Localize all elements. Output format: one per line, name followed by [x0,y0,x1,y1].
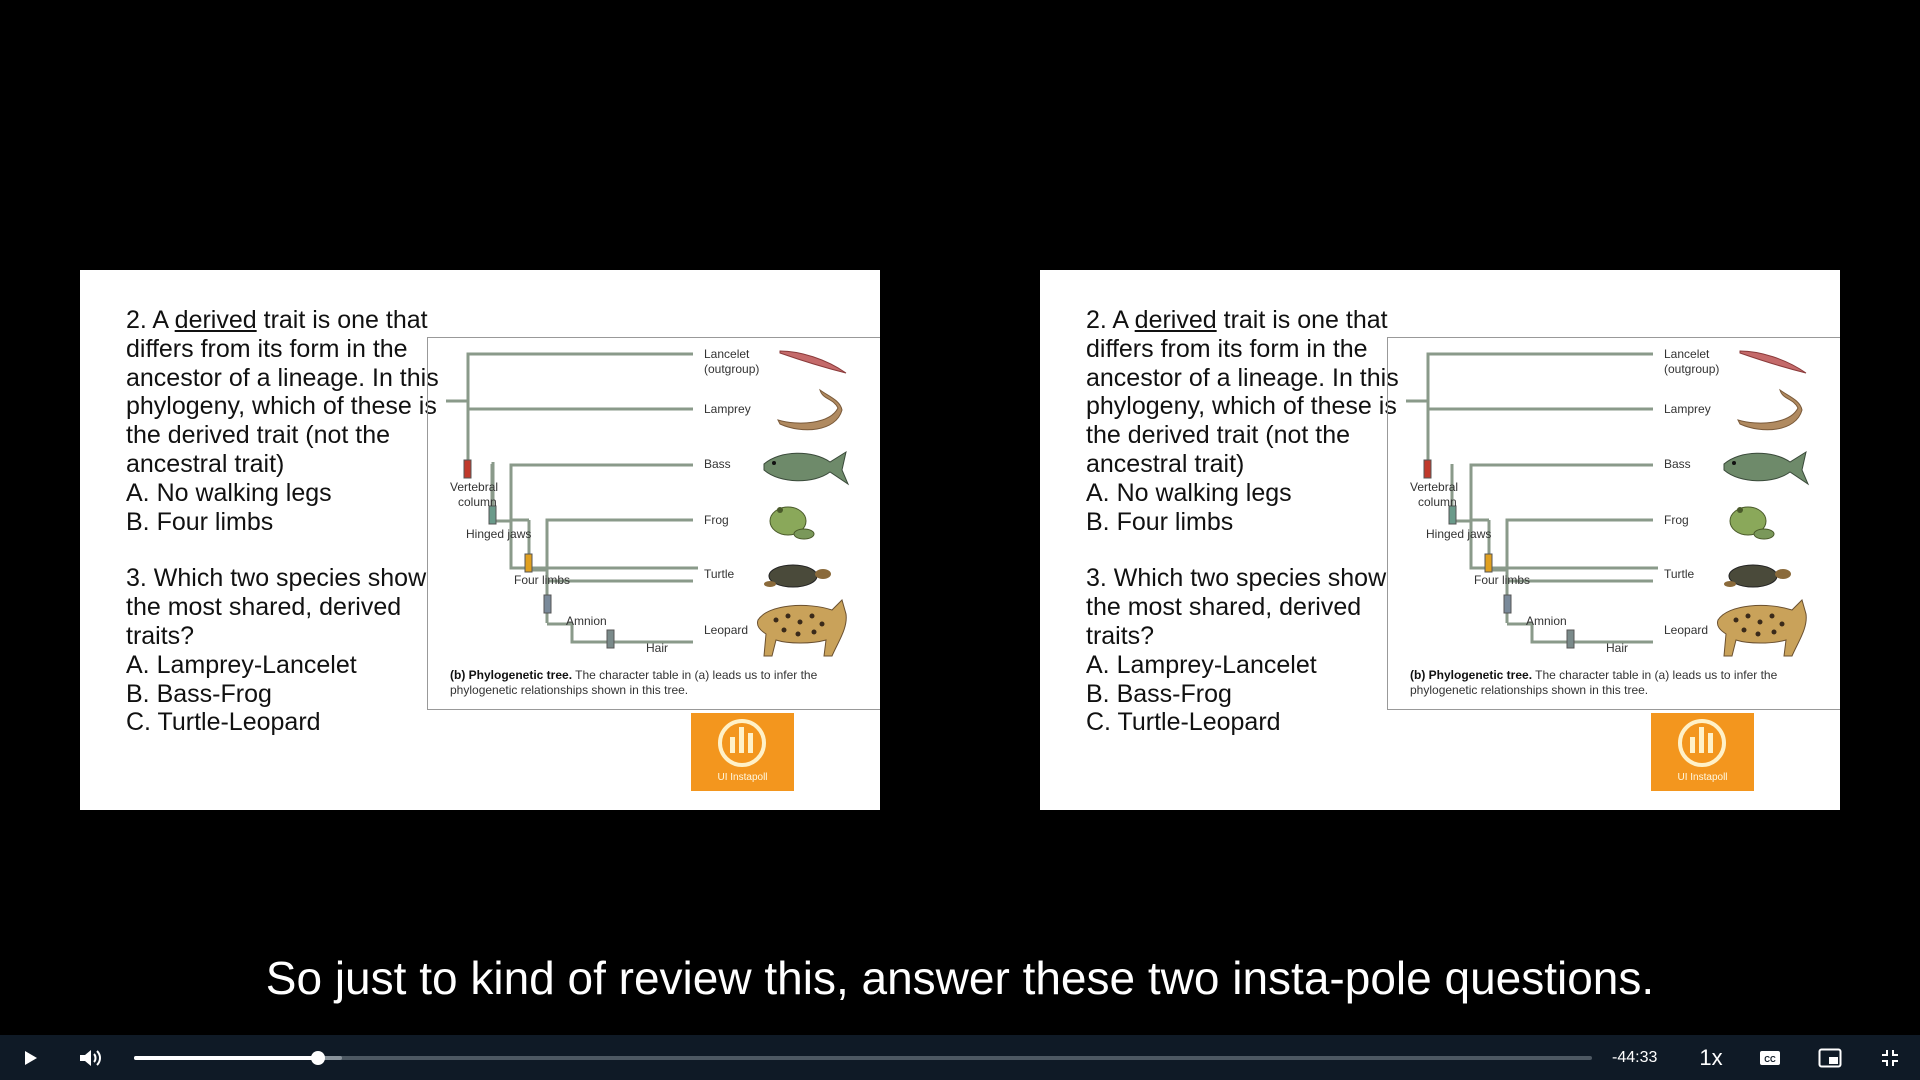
phylogenetic-tree: Lancelet (outgroup) Lamprey Bass Frog Tu… [446,347,850,657]
trait-label: Four limbs [514,573,570,587]
picture-in-picture-button[interactable] [1812,1035,1848,1080]
q3-option-b: B. Bass-Frog [1086,679,1232,708]
q3-option-a: A. Lamprey-Lancelet [126,650,357,679]
q2-option-b: B. Four limbs [1086,507,1234,536]
taxon-label: Lancelet [1664,347,1710,361]
trait-label: Amnion [566,614,607,628]
figure-caption: (b) Phylogenetic tree. The character tab… [450,668,818,697]
trait-label: column [1418,495,1457,509]
trait-label: Hair [1606,641,1628,655]
trait-label: Hinged jaws [466,527,531,541]
chart-bars-icon [718,719,766,767]
instapoll-logo: UI Instapoll [691,713,794,791]
slide-right: 2. A derived trait is one that differs f… [1040,270,1840,810]
trait-label: Hair [646,641,668,655]
q3-option-c: C. Turtle-Leopard [126,708,321,737]
question-3: 3. Which two species show the most share… [126,564,427,650]
seek-bar[interactable] [134,1051,1592,1065]
instapoll-logo: UI Instapoll [1651,713,1754,791]
trait-marker-four-limbs [1484,553,1493,573]
taxon-label: Leopard [1664,623,1708,637]
video-control-bar: -44:33 1x CC [0,1035,1920,1080]
q3-option-c: C. Turtle-Leopard [1086,708,1281,737]
trait-marker-four-limbs [524,553,533,573]
trait-label: Vertebral [450,480,498,494]
trait-marker-amnion [543,594,552,614]
seek-progress [134,1056,318,1060]
play-icon [25,1050,37,1065]
taxon-label: Frog [1664,513,1689,527]
taxon-label: Bass [1664,457,1691,471]
taxon-label: Lancelet [704,347,750,361]
trait-marker-hinged-jaws [488,505,497,525]
captions-button[interactable]: CC [1752,1035,1788,1080]
bass-icon [763,450,850,486]
phylogenetic-tree-figure: Lancelet (outgroup) Lamprey Bass Frog Tu… [427,337,880,710]
leopard-icon [757,599,847,657]
q2-option-b: B. Four limbs [126,507,274,536]
trait-label: Four limbs [1474,573,1530,587]
play-button[interactable] [10,1035,50,1080]
trait-marker-hair [606,629,615,649]
picture-in-picture-icon [1818,1048,1842,1067]
chart-bars-icon [1678,719,1726,767]
volume-button[interactable] [70,1035,110,1080]
playback-speed-button[interactable]: 1x [1699,1044,1723,1070]
trait-marker-amnion [1503,594,1512,614]
phylogenetic-tree: Lancelet (outgroup) Lamprey Bass Frog Tu… [1406,347,1810,657]
trait-marker-vertebral [463,459,472,479]
taxon-label: Leopard [704,623,748,637]
lamprey-icon [777,388,843,431]
exit-fullscreen-button[interactable] [1872,1035,1908,1080]
taxon-label: Bass [704,457,731,471]
captions-icon: CC [1760,1050,1780,1065]
svg-text:CC: CC [1764,1055,1776,1064]
trait-marker-vertebral [1423,459,1432,479]
trait-label: Hinged jaws [1426,527,1491,541]
underlined-term: derived [174,306,257,334]
question-3: 3. Which two species show the most share… [1086,564,1387,650]
frog-icon [1729,506,1775,540]
taxon-label: Turtle [704,567,735,581]
phylogenetic-tree-figure: Lancelet (outgroup) Lamprey Bass Frog Tu… [1387,337,1840,710]
lancelet-icon [779,350,847,374]
q3-option-a: A. Lamprey-Lancelet [1086,650,1317,679]
subtitle-caption: So just to kind of review this, answer t… [265,952,1655,1004]
question-2: 2. A derived trait is one that differs f… [1086,306,1399,478]
time-remaining: -44:33 [1612,1048,1658,1066]
taxon-label: Lamprey [1664,402,1711,416]
taxon-label: Turtle [1664,567,1695,581]
slide-left: 2. A derived trait is one that differs f… [80,270,880,810]
bass-icon [1723,450,1810,486]
trait-marker-hair [1566,629,1575,649]
seek-handle[interactable] [310,1051,325,1065]
q3-option-b: B. Bass-Frog [126,679,272,708]
question-2: 2. A derived trait is one that differs f… [126,306,439,478]
q2-option-a: A. No walking legs [1086,478,1292,507]
turtle-icon [764,564,831,588]
underlined-term: derived [1134,306,1217,334]
turtle-icon [1724,564,1791,588]
lancelet-icon [1739,350,1807,374]
outgroup-note: (outgroup) [1664,362,1719,376]
taxon-label: Lamprey [704,402,751,416]
figure-caption: (b) Phylogenetic tree. The character tab… [1410,668,1778,697]
exit-fullscreen-icon [1882,1049,1898,1066]
trait-label: column [458,495,497,509]
taxon-label: Frog [704,513,729,527]
trait-label: Vertebral [1410,480,1458,494]
leopard-icon [1717,599,1807,657]
trait-marker-hinged-jaws [1448,505,1457,525]
question-text: 2. A derived trait is one that differs f… [1086,306,1416,737]
volume-icon [80,1049,101,1066]
q2-option-a: A. No walking legs [126,478,332,507]
frog-icon [769,506,815,540]
lamprey-icon [1737,388,1803,431]
outgroup-note: (outgroup) [704,362,759,376]
question-text: 2. A derived trait is one that differs f… [126,306,456,737]
trait-label: Amnion [1526,614,1567,628]
